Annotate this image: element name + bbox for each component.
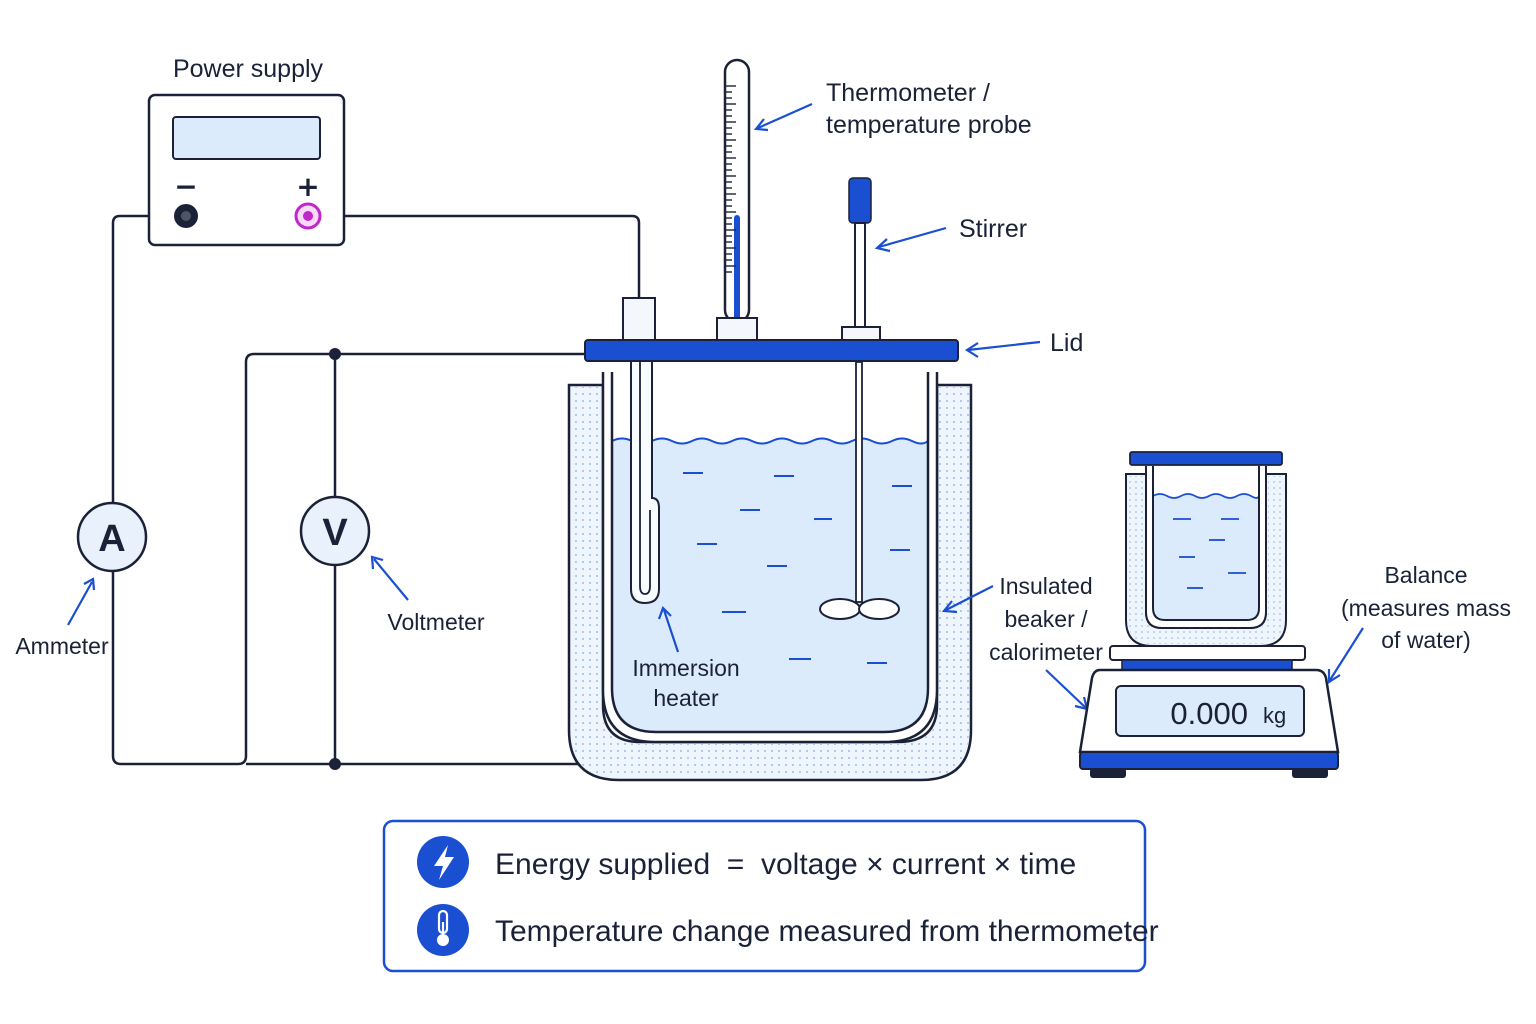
stirrer-paddle	[819, 598, 861, 620]
power-supply-label: Power supply	[173, 55, 324, 83]
balance-label-3: of water)	[1381, 627, 1470, 653]
balance-label-2: (measures mass	[1341, 595, 1511, 621]
calorimeter-arrow	[1045, 669, 1087, 709]
junction-dot	[329, 348, 341, 360]
immersion-heater: Immersion heater	[622, 297, 740, 711]
heater-connector	[622, 297, 656, 341]
balance-base	[1079, 751, 1339, 770]
thermometer-holder	[716, 317, 758, 341]
balance-foot-left	[1090, 768, 1126, 778]
small-beaker-lid	[1129, 451, 1283, 466]
balance-foot-right	[1292, 768, 1328, 778]
voltmeter-symbol: V	[322, 512, 348, 554]
negative-sign: −	[174, 170, 197, 203]
stirrer-arrow	[878, 226, 947, 249]
thermometer-liquid	[734, 215, 740, 320]
insulated-label-1: Insulated	[999, 573, 1092, 599]
thermometer: Thermometer / temperature probe	[716, 58, 1032, 341]
info-box-frame	[382, 819, 1147, 973]
ammeter-circle	[76, 501, 148, 573]
lid-bar	[584, 339, 959, 362]
insulated-beaker-callout: Insulated beaker / calorimeter	[941, 573, 1103, 711]
water-surface	[611, 437, 929, 445]
info-box: Energy supplied = voltage × current × ti…	[382, 819, 1159, 973]
stirrer-label: Stirrer	[959, 215, 1027, 243]
balance-pan	[1109, 645, 1306, 661]
water	[612, 438, 928, 732]
thermometer-label-2: temperature probe	[826, 111, 1032, 139]
thermometer-arrow	[757, 102, 813, 130]
positive-sign: +	[296, 170, 319, 203]
lid-label: Lid	[1050, 329, 1083, 357]
thermometer-scale	[726, 85, 736, 273]
junction-dot	[329, 758, 341, 770]
balance-unit: kg	[1263, 703, 1286, 728]
voltmeter-label: Voltmeter	[387, 609, 484, 635]
ammeter-arrow	[67, 581, 93, 626]
heater-arrow	[662, 609, 680, 653]
voltmeter-arrow	[373, 558, 409, 601]
insulated-beaker	[567, 372, 973, 782]
power-supply: Power supply − +	[147, 55, 346, 247]
thermometer-label-1: Thermometer /	[826, 79, 990, 107]
power-supply-screen	[172, 116, 321, 160]
temperature-note: Temperature change measured from thermom…	[495, 915, 1159, 948]
stirrer-rod	[854, 222, 866, 329]
ammeter-symbol: A	[98, 518, 125, 560]
insulated-label-2: beaker /	[1004, 606, 1088, 632]
voltmeter-circle	[299, 495, 371, 567]
water-ripples	[683, 472, 912, 664]
lightning-icon	[417, 836, 469, 888]
lid: Lid	[584, 329, 1083, 362]
insulated-label-3: calorimeter	[989, 639, 1103, 665]
energy-formula: Energy supplied = voltage × current × ti…	[495, 848, 1076, 881]
heater-element	[630, 360, 660, 605]
thermometer-icon	[417, 904, 469, 956]
insulated-arrow	[945, 585, 994, 611]
balance-arrow	[1329, 627, 1364, 681]
immersion-heater-label-1: Immersion	[632, 655, 739, 681]
immersion-heater-label-2: heater	[653, 685, 719, 711]
circuit-wires	[111, 214, 641, 770]
stirrer-shaft	[855, 361, 863, 603]
ammeter: A Ammeter	[15, 501, 148, 659]
balance-label-1: Balance	[1384, 562, 1467, 588]
stirrer: Stirrer	[819, 177, 1027, 620]
balance-display	[1115, 685, 1305, 737]
balance-reading: 0.000	[1170, 696, 1248, 731]
lid-arrow	[967, 340, 1041, 352]
ammeter-label: Ammeter	[15, 633, 109, 659]
stirrer-handle	[848, 177, 872, 224]
small-beaker-water	[1153, 494, 1259, 620]
balance: 0.000 kg Balance (measures mass of water…	[1078, 451, 1511, 778]
voltmeter: V Voltmeter	[299, 495, 485, 635]
